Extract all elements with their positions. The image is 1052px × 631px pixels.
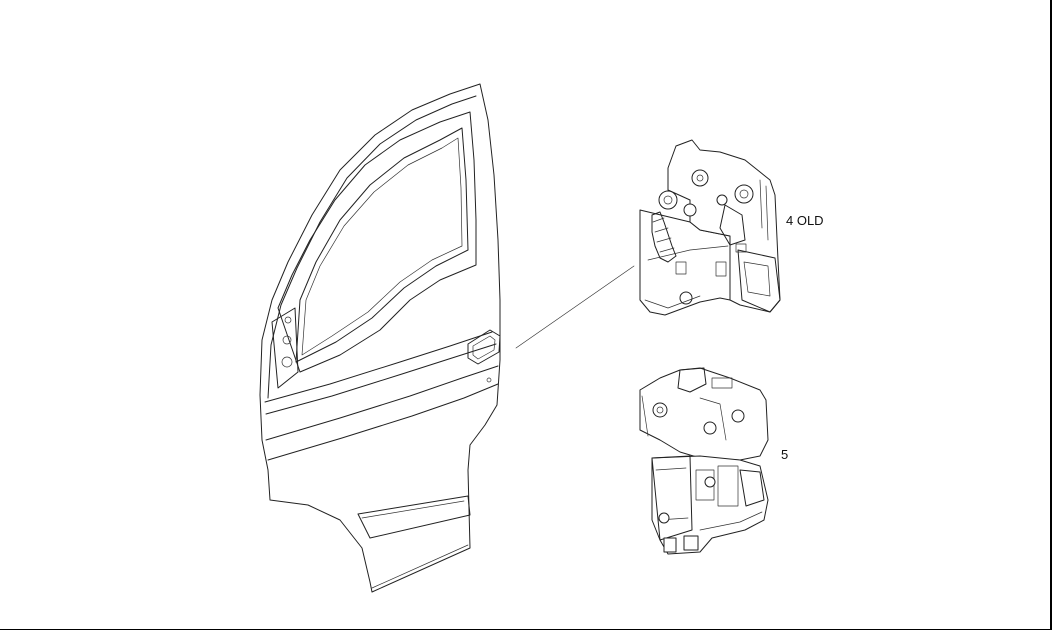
door-lock-new-icon	[639, 367, 769, 555]
part-4-callout: 4 OLD	[786, 213, 824, 228]
door-lock-old-icon	[639, 139, 781, 316]
part-5-callout: 5	[781, 447, 789, 462]
door-panel-icon	[259, 83, 635, 593]
